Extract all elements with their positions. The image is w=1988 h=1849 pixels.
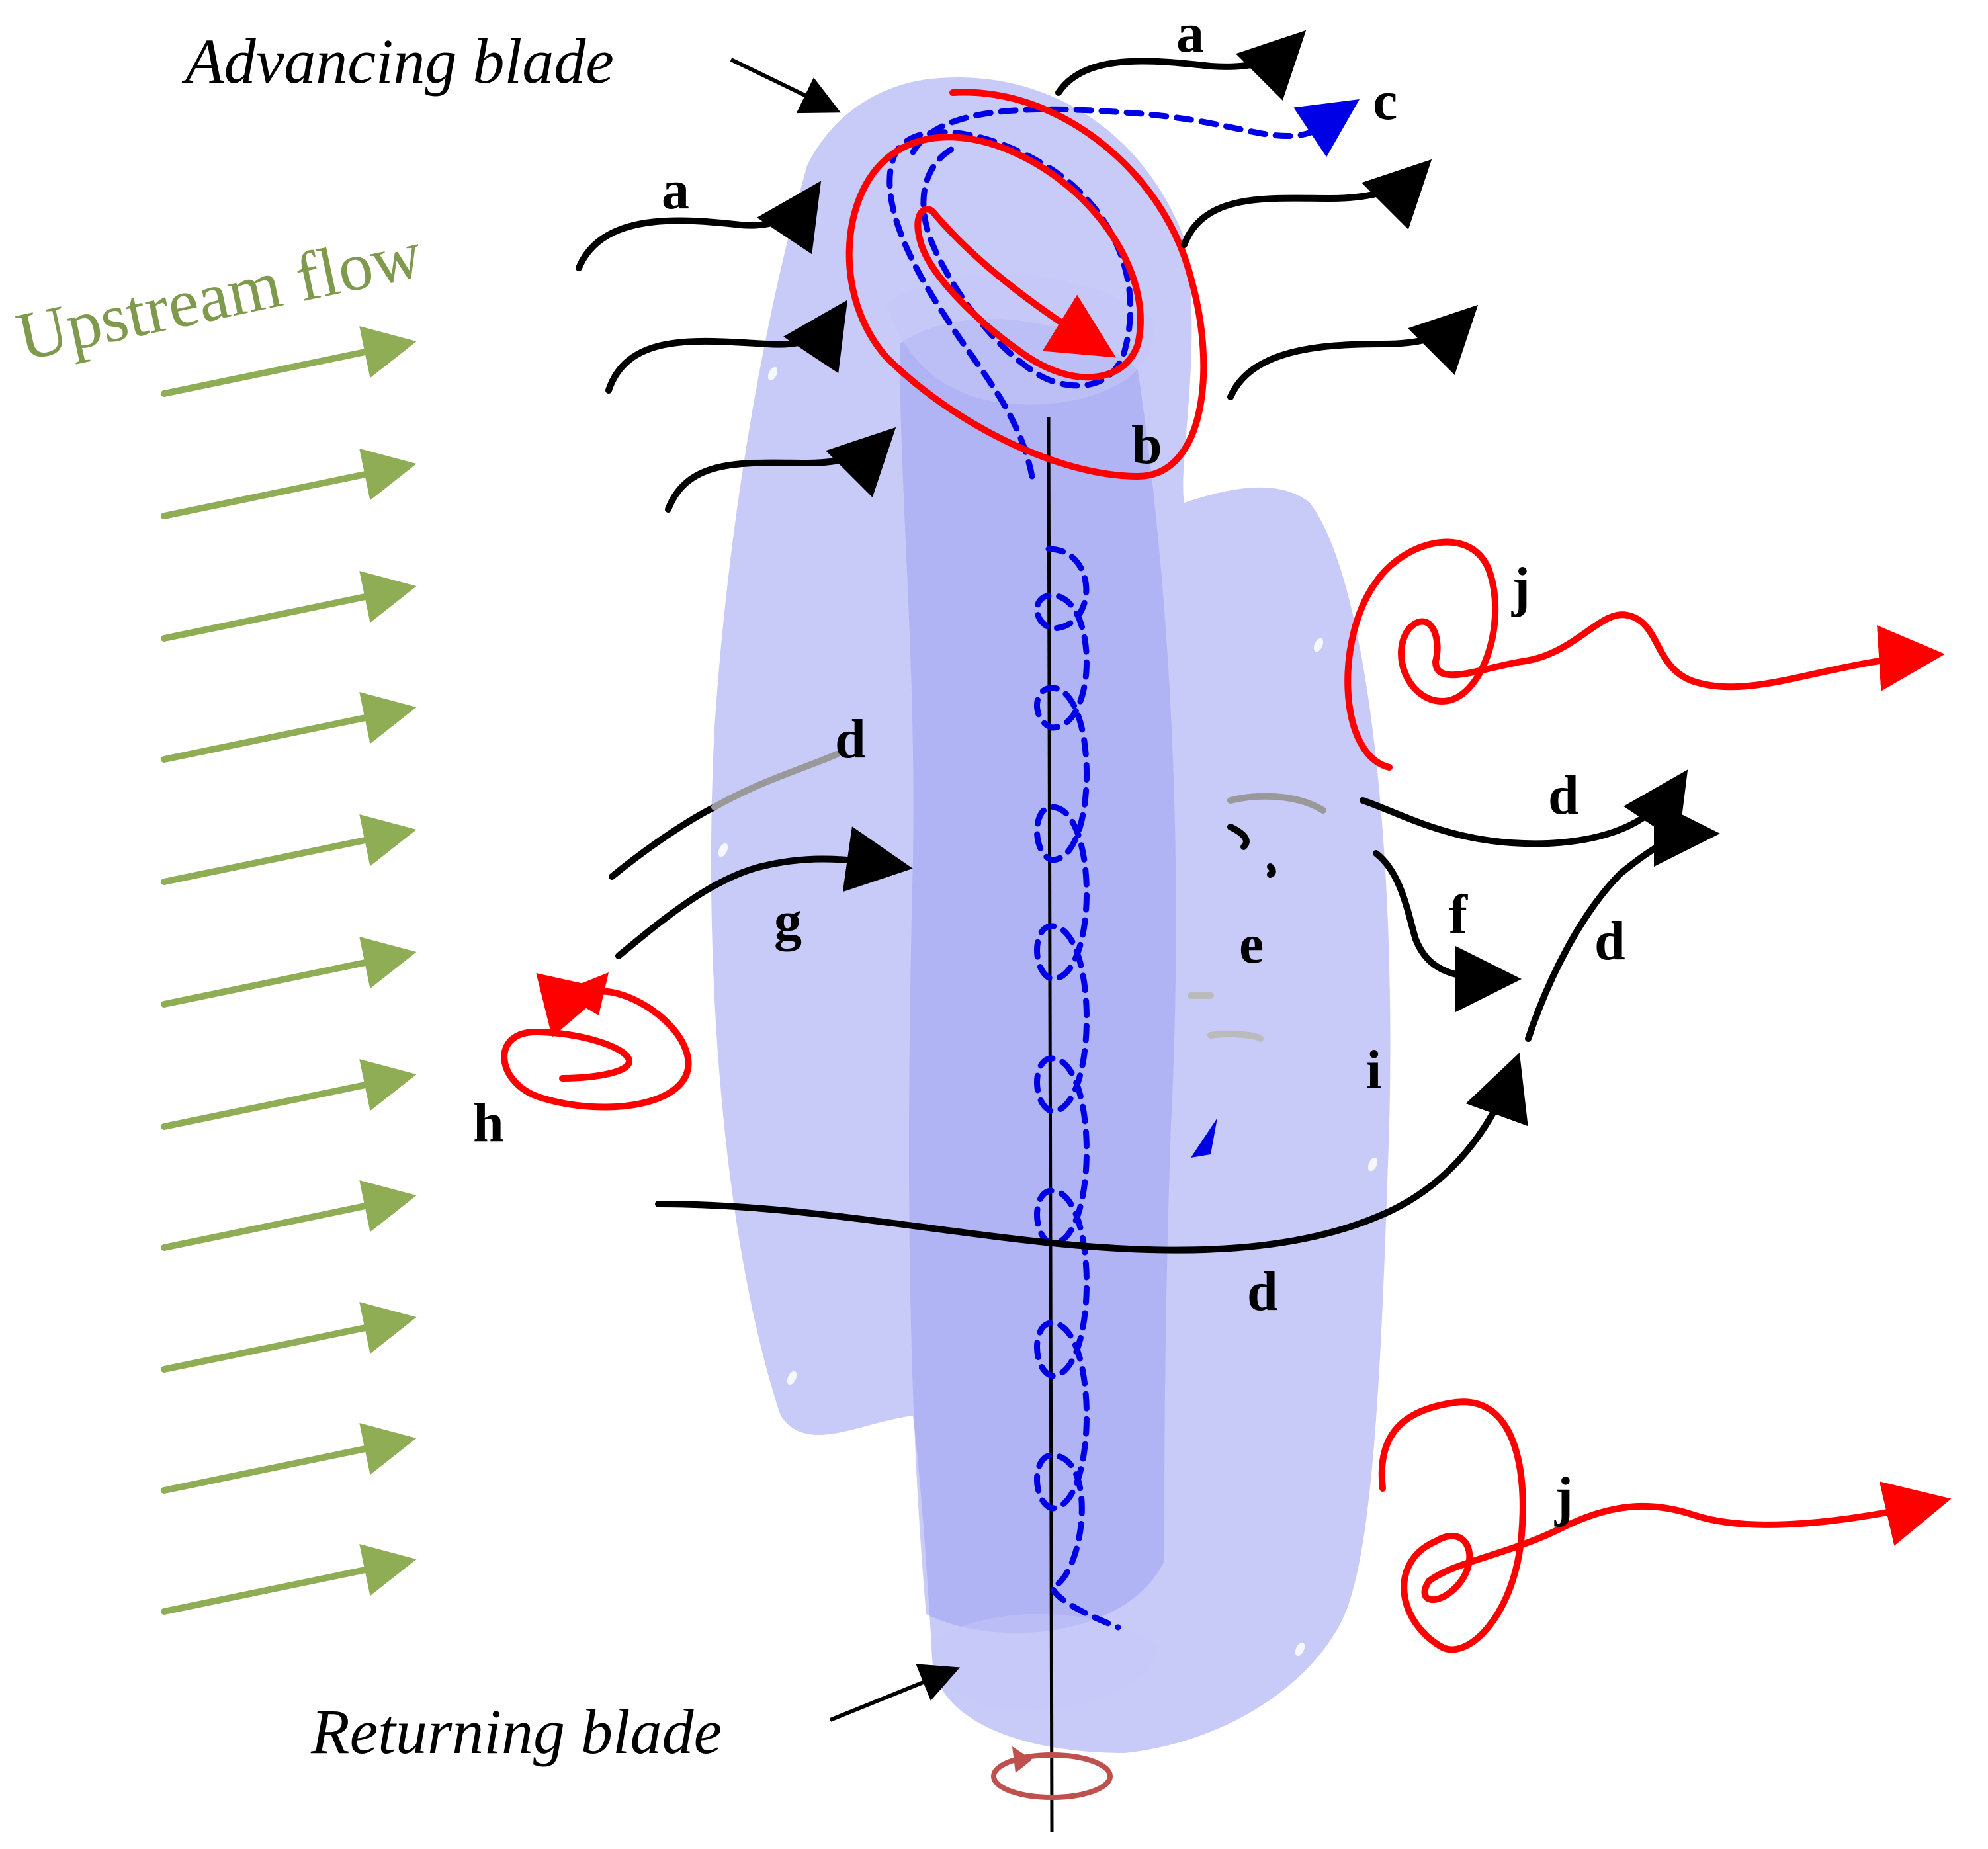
- flow-f: [1373, 850, 1522, 1012]
- label-b: b: [1131, 414, 1162, 476]
- advancing-blade-pointer: [730, 58, 841, 114]
- returning-blade-pointer: [829, 1664, 961, 1722]
- upstream-arrow-11: [161, 1544, 417, 1615]
- flow-g: [615, 826, 913, 959]
- upstream-arrow-8: [161, 1180, 417, 1251]
- flow-e-fragment-2: [1267, 863, 1276, 878]
- rotation-axis: [1047, 416, 1054, 1833]
- shaft-wake-vortices: [1034, 546, 1121, 1631]
- label-f: f: [1449, 884, 1468, 945]
- flow-a-left-1: [576, 181, 822, 271]
- upstream-arrow-10: [161, 1423, 417, 1494]
- label-c: c: [1373, 70, 1397, 132]
- black-flow-arrows: [576, 30, 1720, 1254]
- upstream-arrow-5: [161, 814, 417, 885]
- label-e: e: [1239, 914, 1264, 975]
- flow-a-top: [1055, 30, 1307, 101]
- label-i: i: [1366, 1039, 1381, 1101]
- flow-e-fragment-4: [1207, 1030, 1264, 1042]
- small-blue-arrowhead: [1191, 1118, 1217, 1158]
- flow-tip-right-1: [1181, 159, 1432, 248]
- flow-e-fragment-1: [1227, 824, 1250, 850]
- flow-c: [910, 99, 1360, 157]
- rotation-arrow-icon: [991, 1746, 1113, 1800]
- upstream-arrow-1: [161, 326, 417, 397]
- label-pointers: [730, 58, 961, 1722]
- label-d-right: d: [1594, 910, 1625, 972]
- label-a-top: a: [1176, 3, 1204, 64]
- label-d-upper-right: d: [1548, 765, 1579, 826]
- flow-d-upper-right: [1360, 769, 1688, 847]
- tip-vortex-outer: [845, 89, 1207, 480]
- blade-highlights: [718, 366, 1378, 1656]
- tip-vortex-inner-arrow: [929, 208, 1117, 358]
- upstream-arrow-2: [161, 449, 417, 519]
- upstream-arrow-6: [161, 937, 417, 1008]
- blade-core-shape: [900, 319, 1176, 1633]
- vortex-j-upper: [1344, 538, 1945, 771]
- tip-vortex-b: [845, 89, 1207, 480]
- upstream-flow-arrows: [161, 326, 417, 1615]
- upstream-arrow-3: [161, 571, 417, 642]
- vortex-h-arrowhead: [559, 972, 609, 1015]
- flow-d-bottom: [655, 1053, 1528, 1254]
- label-h: h: [473, 1092, 504, 1154]
- upstream-arrow-4: [161, 692, 417, 763]
- vortex-h: [501, 972, 692, 1111]
- label-d-upper-left: d: [835, 709, 866, 770]
- upstream-arrow-7: [161, 1059, 417, 1130]
- label-a-left: a: [662, 159, 689, 221]
- flow-d-right: [1525, 800, 1720, 1042]
- label-j-lower: j: [1554, 1466, 1573, 1527]
- flow-d-upper-left-faded: [711, 751, 840, 810]
- flow-d-upper-left: [609, 804, 718, 880]
- blade-bottom-cap: [931, 1613, 1158, 1711]
- flow-a-left-3: [665, 427, 896, 513]
- label-g: g: [774, 890, 802, 952]
- label-j-upper: j: [1511, 556, 1530, 618]
- flow-a-left-2: [605, 300, 848, 394]
- advancing-blade-label: Advancing blade: [181, 26, 614, 97]
- returning-blade-label: Returning blade: [310, 1696, 722, 1767]
- vortex-j-lower: [1378, 1398, 1952, 1653]
- upstream-arrow-9: [161, 1302, 417, 1373]
- label-d-bottom: d: [1247, 1261, 1278, 1322]
- flow-d-upper-right-faded: [1227, 793, 1326, 814]
- flow-tip-right-2: [1227, 304, 1479, 400]
